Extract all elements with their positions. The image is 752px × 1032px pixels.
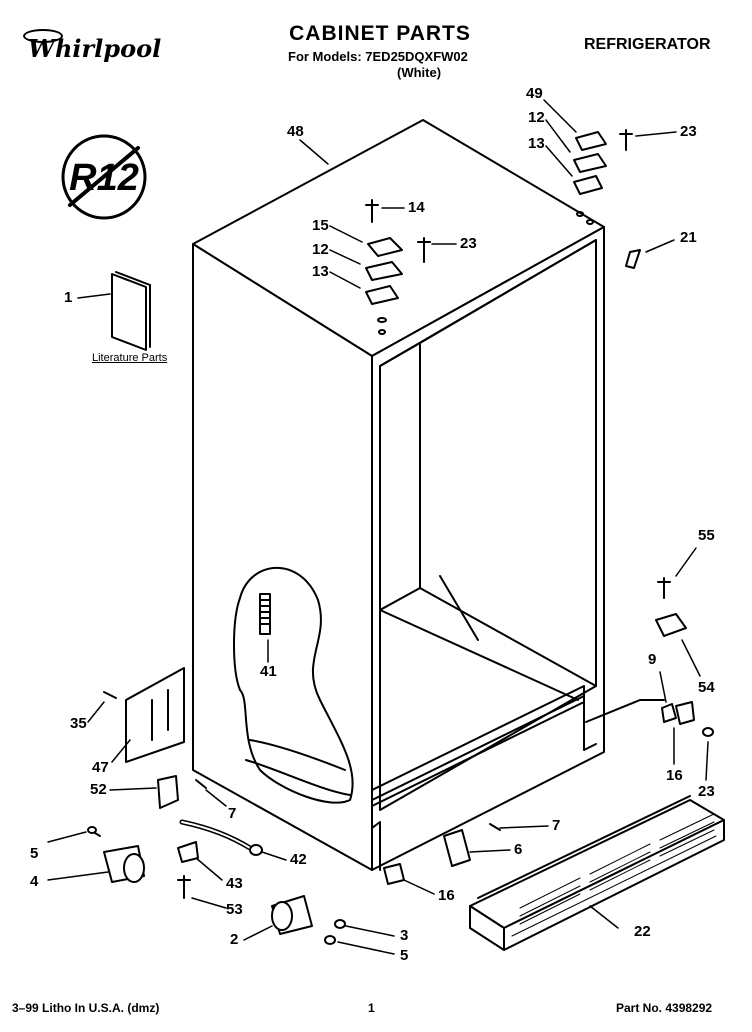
callout-43: 43 xyxy=(226,875,243,892)
callout-23-bottom: 23 xyxy=(698,783,715,800)
front-roller-assembly xyxy=(87,826,346,945)
callout-5-right: 5 xyxy=(400,947,409,964)
left-top-hinge xyxy=(365,199,431,335)
toe-grille xyxy=(469,795,725,951)
callout-5-left: 5 xyxy=(30,845,39,862)
page-title: CABINET PARTS xyxy=(289,22,471,45)
brand-logo: Whirlpool xyxy=(28,34,162,63)
callout-55: 55 xyxy=(698,527,715,544)
callout-7-left: 7 xyxy=(228,805,237,822)
center-bottom-bracket xyxy=(383,823,501,885)
drain-tube-assembly xyxy=(177,819,263,899)
part-number: Part No. 4398292 xyxy=(616,1001,713,1015)
callout-leader-lines xyxy=(47,99,709,955)
brand-logo-mark xyxy=(23,29,63,43)
right-top-hinge xyxy=(573,129,641,269)
callout-7-right: 7 xyxy=(552,817,561,834)
product-category: REFRIGERATOR xyxy=(584,36,711,53)
page-number: 1 xyxy=(368,1001,375,1015)
callout-52: 52 xyxy=(90,781,107,798)
callout-6: 6 xyxy=(514,841,523,858)
callout-53: 53 xyxy=(226,901,243,918)
callout-54: 54 xyxy=(698,679,715,696)
callout-13-right: 13 xyxy=(528,135,545,152)
callout-47: 47 xyxy=(92,759,109,776)
callout-1: 1 xyxy=(64,289,73,306)
model-number: For Models: 7ED25DQXFW02 xyxy=(288,49,468,64)
callout-9: 9 xyxy=(648,651,657,668)
callout-23-left: 23 xyxy=(460,235,477,252)
callout-23-right: 23 xyxy=(680,123,697,140)
callout-13-left: 13 xyxy=(312,263,329,280)
callout-12-right: 12 xyxy=(528,109,545,126)
compressor-mount-plate xyxy=(103,667,207,809)
cabinet-body xyxy=(192,119,605,871)
rear-right-roller-assembly xyxy=(585,577,714,737)
callout-49: 49 xyxy=(526,85,543,102)
literature-booklet xyxy=(111,271,151,351)
callout-15: 15 xyxy=(312,217,329,234)
r12-badge-text: R12 xyxy=(69,157,139,199)
callout-16-right: 16 xyxy=(666,767,683,784)
literature-parts-label: Literature Parts xyxy=(92,352,168,364)
callout-21: 21 xyxy=(680,229,697,246)
callout-35: 35 xyxy=(70,715,87,732)
callout-48: 48 xyxy=(287,123,304,140)
callout-2: 2 xyxy=(230,931,239,948)
callout-22: 22 xyxy=(634,923,651,940)
color-note: (White) xyxy=(397,65,442,80)
callout-42: 42 xyxy=(290,851,307,868)
footer-litho: 3–99 Litho In U.S.A. (dmz) xyxy=(12,1001,160,1015)
callout-4: 4 xyxy=(30,873,39,890)
callout-16-center: 16 xyxy=(438,887,455,904)
callout-3: 3 xyxy=(400,927,409,944)
callout-41: 41 xyxy=(260,663,277,680)
r12-refrigerant-badge: R12 xyxy=(61,134,147,220)
callout-12-left: 12 xyxy=(312,241,329,258)
callout-14: 14 xyxy=(408,199,425,216)
